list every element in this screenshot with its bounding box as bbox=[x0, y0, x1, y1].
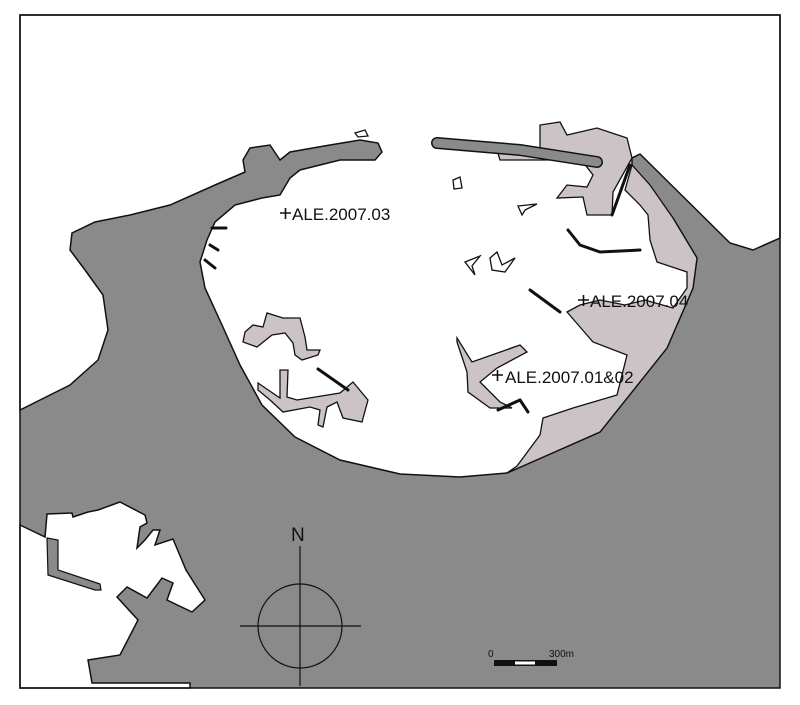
compass-circle-icon bbox=[257, 583, 343, 669]
east-lagoon bbox=[506, 163, 698, 474]
islet bbox=[353, 129, 370, 138]
southwest-water bbox=[19, 501, 206, 689]
site-marker-ale-2007-04: ALE.2007.04 bbox=[578, 292, 688, 311]
site-cross-icon bbox=[280, 208, 291, 219]
north-arrow: N bbox=[240, 525, 361, 686]
site-marker-ale-2007-01-02: ALE.2007.01&02 bbox=[492, 368, 634, 387]
site-marker-ale-2007-03: ALE.2007.03 bbox=[280, 205, 390, 224]
islet bbox=[517, 203, 538, 217]
scale-start-label: 0 bbox=[488, 649, 494, 660]
map-frame bbox=[19, 14, 781, 689]
central-peninsula bbox=[456, 335, 529, 409]
scale-bar: 0 300m bbox=[488, 649, 574, 666]
islet bbox=[452, 176, 463, 190]
piers bbox=[203, 163, 642, 414]
site-label: ALE.2007.01&02 bbox=[505, 368, 634, 387]
site-cross-icon bbox=[492, 370, 503, 381]
site-label: ALE.2007.04 bbox=[590, 292, 688, 311]
pier bbox=[46, 537, 102, 591]
west-island-a bbox=[242, 312, 321, 361]
east-breakwater bbox=[431, 137, 603, 168]
islet bbox=[463, 254, 483, 276]
scale-end-label: 300m bbox=[549, 649, 574, 660]
west-island-b bbox=[257, 369, 369, 428]
north-label: N bbox=[291, 525, 305, 546]
islet bbox=[489, 250, 516, 273]
site-cross-icon bbox=[578, 295, 589, 306]
site-label: ALE.2007.03 bbox=[292, 205, 390, 224]
